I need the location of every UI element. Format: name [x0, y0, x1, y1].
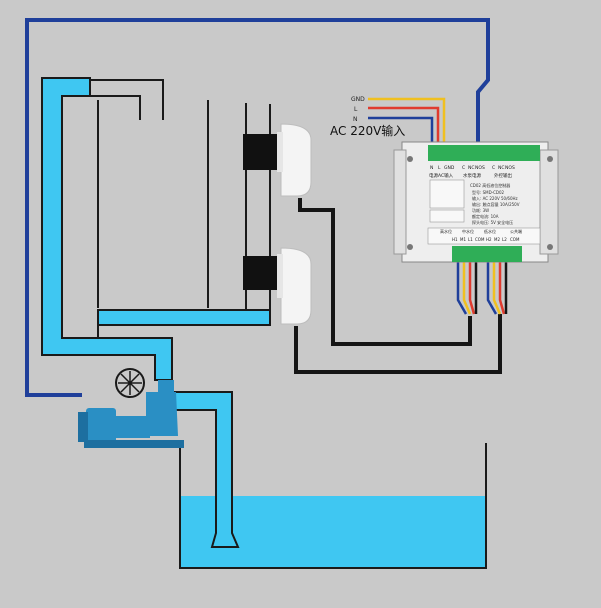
terminal-label: S — [512, 165, 515, 171]
top-label-pump: 水泵电源 — [463, 172, 481, 179]
level-sensor-lower — [243, 247, 312, 325]
terminal-label: C — [462, 165, 465, 171]
controller-bottom-wires — [456, 262, 508, 315]
terminal-label: S — [482, 165, 485, 171]
top-label-out: 外控输出 — [494, 172, 512, 179]
n-wire-label: N — [353, 116, 358, 123]
terminal-label: L1 — [468, 237, 473, 242]
terminal-label: GND — [444, 165, 455, 171]
terminal-label: N — [430, 165, 433, 171]
bottom-label: 公共端 — [510, 228, 522, 234]
terminal-label: NO — [505, 165, 512, 171]
bottom-label: 中水位 — [462, 228, 474, 234]
spec-line: 输出: 触点容量 10A/250V — [472, 201, 520, 207]
terminal-label: H1 — [452, 237, 458, 242]
ac-input-wires — [368, 97, 446, 146]
top-label-ac: 电源AC输入 — [429, 172, 454, 179]
bottom-label: 低水位 — [484, 228, 496, 234]
terminal-label: H2 — [486, 237, 492, 242]
terminal-label: COM — [510, 237, 520, 242]
level-sensor-upper — [243, 123, 312, 197]
terminal-label: L — [438, 165, 441, 171]
terminal-label: NO — [475, 165, 482, 171]
terminal-label: C — [492, 165, 495, 171]
terminal-label: NC — [468, 165, 475, 171]
suction-pipe — [174, 391, 240, 548]
l-wire-label: L — [354, 106, 358, 113]
sensor-wires — [294, 198, 502, 374]
bottom-label: 高水位 — [440, 228, 452, 234]
water-pump — [78, 368, 184, 448]
gnd-wire-label: GND — [351, 96, 365, 103]
spec-line: 功耗: 3W — [472, 207, 489, 213]
terminal-label: COM — [475, 237, 485, 242]
terminal-strip-top: N L GND C NC NO S C NC NO S 电源AC输入 水泵电源 … — [429, 165, 515, 179]
terminal-strip-bottom: 高水位 中水位 低水位 公共端 H1 M1 L1 COM H2 M2 L2 CO… — [427, 227, 541, 245]
model-title: CD02 高低液位控制器 — [470, 182, 510, 188]
spec-line: 输入: AC 220V 50/60Hz — [472, 195, 518, 201]
inlet-pipe — [41, 77, 271, 381]
controller-info-panel: CD02 高低液位控制器 型号: SMD-CD02 输入: AC 220V 50… — [429, 179, 520, 225]
ac-input-label: AC 220V输入 — [330, 123, 405, 138]
terminal-label: NC — [498, 165, 505, 171]
terminal-label: M2 — [494, 237, 500, 242]
terminal-label: M1 — [460, 237, 466, 242]
spec-line: 额定电流: 10A — [472, 213, 499, 219]
spec-line: 型号: SMD-CD02 — [472, 189, 505, 195]
pump-power-wire — [25, 18, 490, 397]
terminal-label: L2 — [502, 237, 507, 242]
spec-line: 探头电压: 5V 安全电压 — [472, 219, 513, 225]
